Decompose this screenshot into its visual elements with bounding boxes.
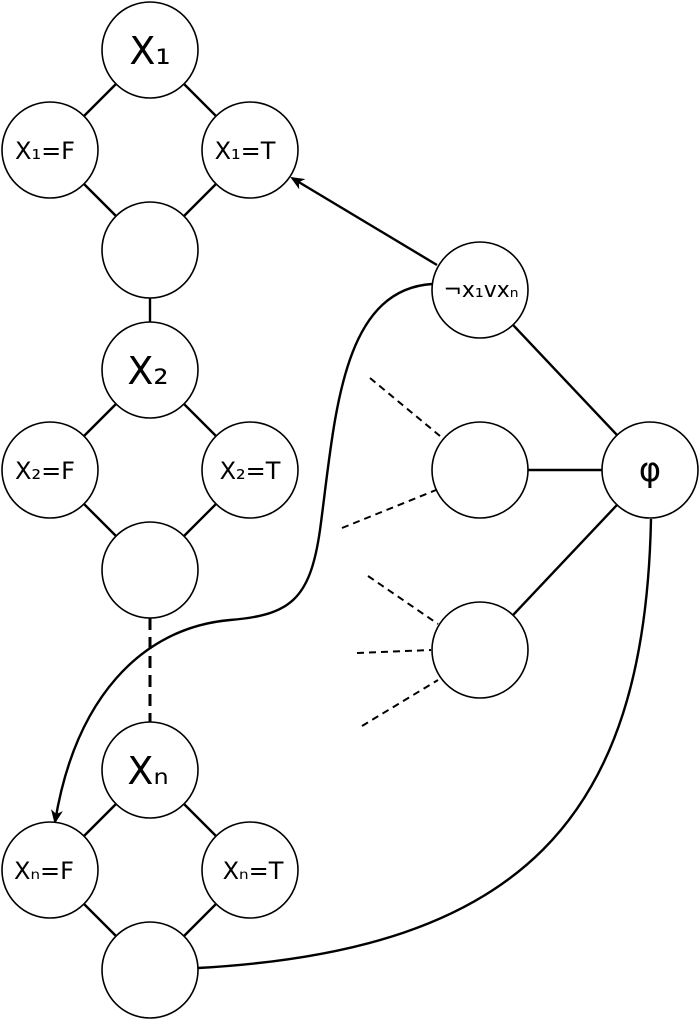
node-x1-bottom[interactable] <box>101 201 199 299</box>
node-xn-var[interactable] <box>101 721 199 819</box>
label-x2-true: X₂=T <box>220 457 281 485</box>
arrow-clause-to-xn-false <box>51 282 433 824</box>
node-x1-true[interactable] <box>201 101 299 199</box>
clause2-dashed-stubs <box>341 377 441 529</box>
gadget-xn: Xₙ Xₙ=F Xₙ=T <box>1 721 299 1019</box>
label-x1-true: X₁=T <box>215 137 276 165</box>
label-x2-false: X₂=F <box>15 457 75 485</box>
arrow-clause-to-x1-true <box>290 176 438 267</box>
node-x2-bottom[interactable] <box>101 521 199 619</box>
label-x1-false: X₁=F <box>15 137 75 165</box>
label-clause-1: ¬x₁vxₙ <box>443 278 518 303</box>
label-xn-true: Xₙ=T <box>223 857 284 885</box>
label-x1-var: X₁ <box>129 29 170 73</box>
clause3-dashed-stubs <box>356 575 439 727</box>
edge-phi-to-gadgetn-bottom <box>197 518 653 970</box>
node-x2-true[interactable] <box>201 421 299 519</box>
label-xn-false: Xₙ=F <box>14 857 74 885</box>
node-x1-var[interactable] <box>101 1 199 99</box>
node-x1-false[interactable] <box>1 101 99 199</box>
gadget-x2: X₂ X₂=F X₂=T <box>1 321 299 619</box>
node-x2-false[interactable] <box>1 421 99 519</box>
node-clause-2[interactable] <box>431 421 529 519</box>
node-x2-var[interactable] <box>101 321 199 419</box>
gadget-x1: X₁ X₁=F X₁=T <box>1 1 299 299</box>
label-xn-var: Xₙ <box>127 749 168 793</box>
label-x2-var: X₂ <box>127 349 168 393</box>
clause-nodes: ¬x₁vxₙ <box>431 241 529 699</box>
node-xn-false[interactable] <box>1 821 99 919</box>
node-formula-phi[interactable] <box>601 421 699 519</box>
node-clause-3[interactable] <box>431 601 529 699</box>
node-xn-true[interactable] <box>201 821 299 919</box>
node-xn-bottom[interactable] <box>101 921 199 1019</box>
node-clause-1[interactable] <box>431 241 529 339</box>
label-formula-phi: φ <box>639 450 661 490</box>
